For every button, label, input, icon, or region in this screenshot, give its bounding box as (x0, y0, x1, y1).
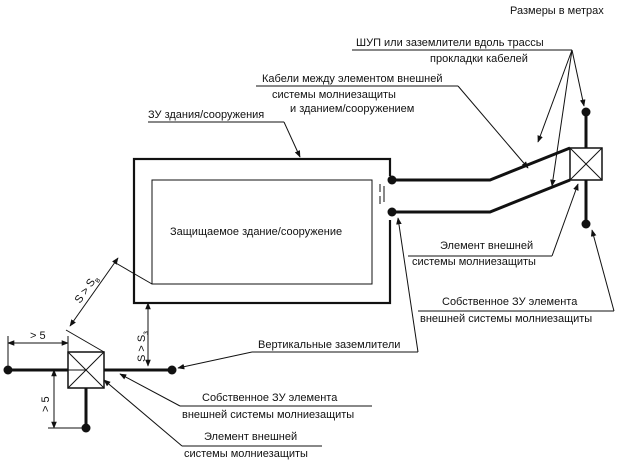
cable-upper (392, 146, 571, 182)
leader-arrow (551, 183, 579, 257)
element-right-label-2: системы молниезащиты (412, 256, 536, 268)
dim-ext (113, 261, 153, 285)
box-cross (569, 147, 603, 181)
leader-arrow (119, 373, 181, 407)
cables-label-2: системы молниезащиты (272, 89, 396, 101)
element-right-label-1: Элемент внешней (440, 240, 533, 252)
right-element-top-node (581, 107, 591, 117)
leader-arrow (103, 379, 183, 447)
own-zu-left-label-2: внешней системы молниезащиты (182, 409, 354, 421)
leader-arrow (396, 217, 419, 353)
dim-s-sz-label: S > Sз (136, 331, 150, 362)
own-zu-right-label-2: внешней системы молниезащиты (420, 313, 592, 325)
left-vertical-electrode-node (167, 365, 177, 375)
leader-arrow (283, 121, 301, 158)
leader-arrow (571, 49, 586, 107)
cable-node-lower (387, 207, 397, 217)
leader-arrow (590, 229, 615, 312)
dim-horizontal-label: > 5 (30, 330, 46, 342)
vertical-electrodes-label: Вертикальные заземлители (258, 339, 400, 351)
leader-arrow (537, 49, 573, 143)
leader-arrow (550, 49, 573, 187)
shup-label-2: прокладки кабелей (430, 53, 528, 65)
own-zu-right-label-1: Собственное ЗУ элемента (442, 296, 578, 308)
protected-building-label: Защищаемое здание/сооружение (170, 226, 342, 238)
units-note: Размеры в метрах (510, 5, 604, 17)
leader-arrow (177, 351, 253, 370)
cables-label-1: Кабели между элементом внешней (262, 73, 442, 85)
zu-building-label: ЗУ здания/сооружения (148, 109, 264, 121)
leader-arrow (457, 85, 529, 169)
cables-label-3: и зданием/сооружением (290, 103, 414, 115)
element-left-label-1: Элемент внешней (204, 431, 297, 443)
left-ground-node (3, 365, 13, 375)
dim-vertical-label: > 5 (40, 396, 52, 412)
building-ground-ring (132, 157, 392, 305)
right-element-ground-node (581, 219, 591, 229)
protected-building (151, 179, 373, 285)
dim-s-sv (69, 257, 119, 327)
left-bottom-node (81, 423, 91, 433)
dim-ext (65, 329, 105, 353)
element-left-label-2: системы молниезащиты (184, 448, 308, 460)
cable-lower (392, 178, 571, 214)
cable-node-upper (387, 175, 397, 185)
own-zu-left-label-1: Собственное ЗУ элемента (202, 392, 338, 404)
shup-label-1: ШУП или заземлители вдоль трассы (356, 37, 544, 49)
